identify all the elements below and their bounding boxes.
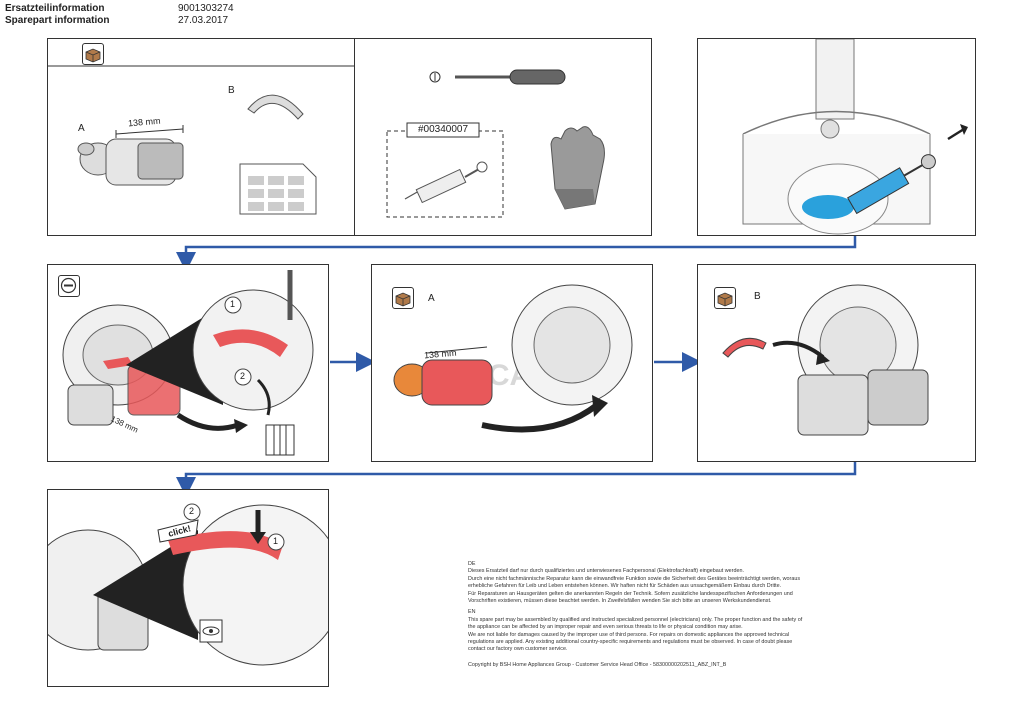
copyright: Copyright by BSH Home Appliances Group -…	[468, 661, 727, 668]
box-icon	[82, 43, 104, 65]
syringe-in-sump	[847, 154, 936, 215]
header-labels: Ersatzteilinformation Sparepart informat…	[5, 3, 109, 27]
flathead-screwdriver-icon	[429, 69, 566, 85]
step-1-marker: 1	[273, 536, 279, 546]
label-b: B	[228, 85, 235, 96]
step-2-marker: 2	[240, 371, 246, 381]
panel-install-pump: RICAMBI A 138 mm	[371, 264, 653, 462]
box-icon	[714, 287, 736, 309]
notice-de-heading: DE	[468, 561, 476, 567]
step-1-marker: 1	[230, 299, 236, 309]
document-date: 27.03.2017	[178, 15, 229, 26]
trash-bin-icon	[265, 424, 295, 456]
header-label-de: Ersatzteilinformation	[5, 3, 105, 14]
header-values: 9001303274 27.03.2017	[178, 3, 234, 27]
eye-icon	[199, 619, 223, 643]
pump-illustration	[77, 125, 184, 186]
syringe-icon	[404, 161, 488, 204]
panel-install-seal: B	[697, 264, 976, 462]
remove-icon	[58, 275, 80, 297]
tool-code: #00340007	[417, 124, 469, 135]
label-a: A	[78, 123, 85, 134]
step-2-marker: 2	[189, 506, 195, 516]
label-a: A	[428, 293, 435, 304]
box-icon	[392, 287, 414, 309]
header-label-en: Sparepart information	[5, 15, 110, 26]
part-number: 9001303274	[178, 3, 234, 14]
notice-en-heading: EN	[468, 609, 476, 616]
seal-illustration	[247, 94, 304, 120]
gloves-icon	[550, 126, 605, 210]
panel-seal-click: click! 2 1	[47, 489, 329, 687]
panel-spare-parts: A B 138 mm	[47, 38, 356, 236]
instruction-sheet-icon	[239, 163, 317, 215]
label-b: B	[754, 291, 761, 302]
legal-notice: DE Dieses Ersatzteil darf nur durch qual…	[468, 561, 888, 669]
panel-drain-water	[697, 38, 976, 236]
panel-remove-old-part: 1 2 138 mm	[47, 264, 329, 462]
panel-tools: #00340007	[354, 38, 652, 236]
